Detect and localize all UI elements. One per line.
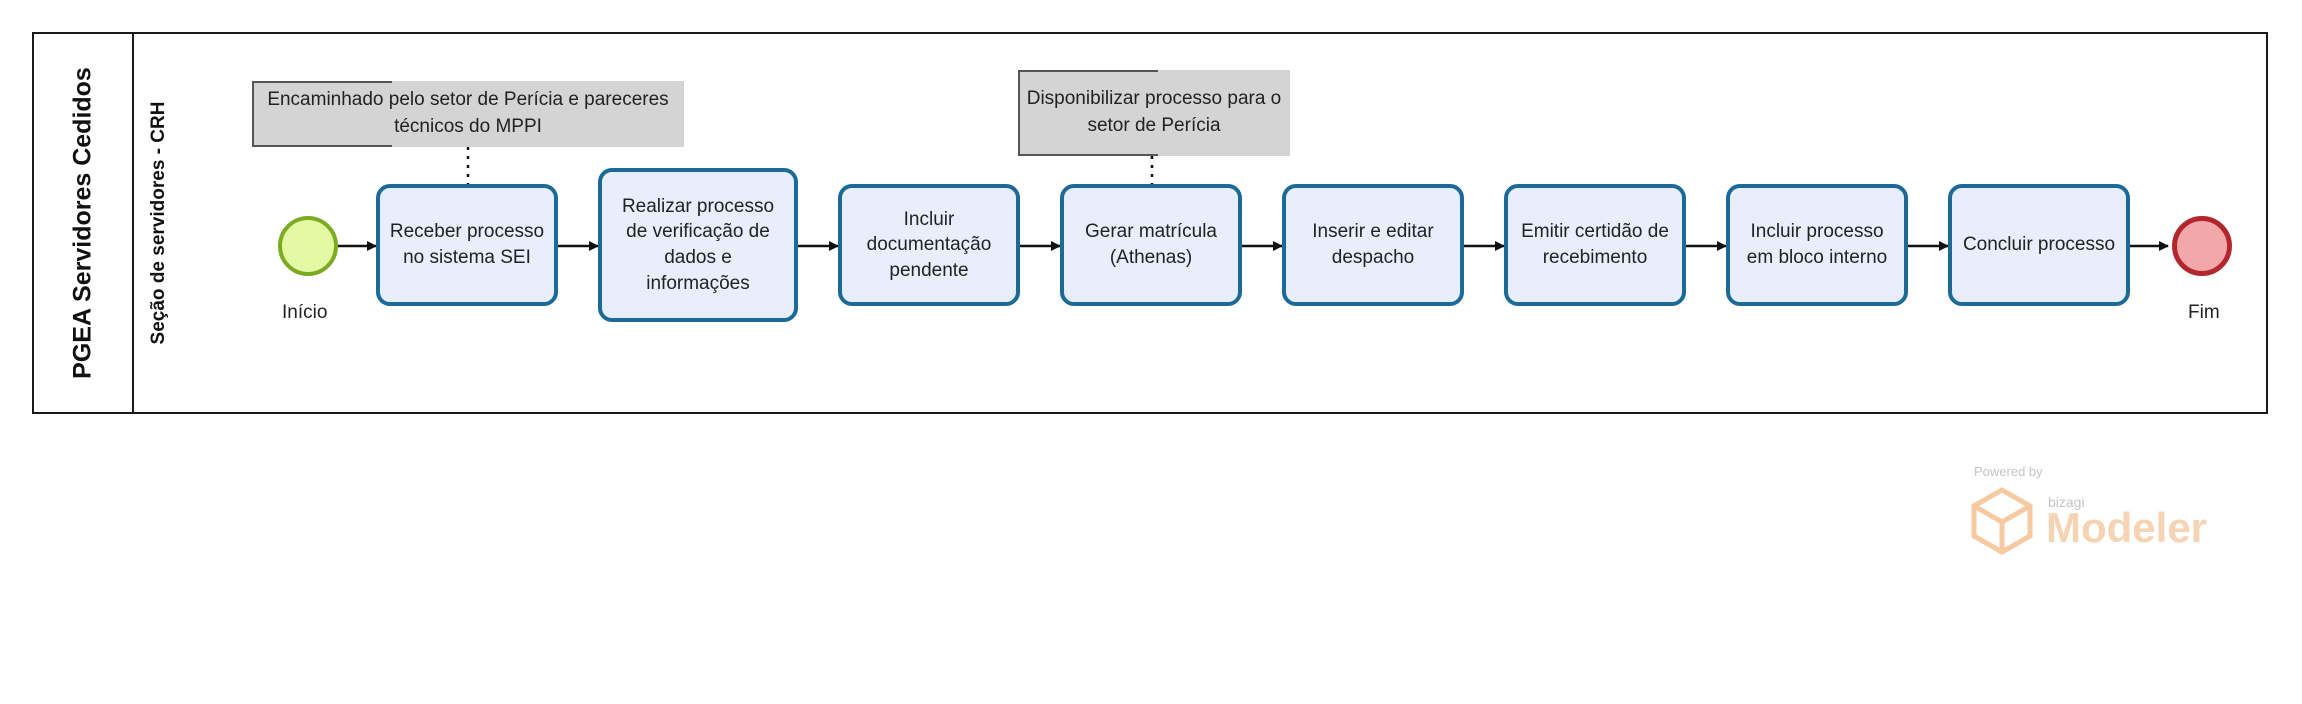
task-realizar-verificacao[interactable]: Realizar processo de verificação de dado…: [598, 168, 798, 322]
annotation-bracket: [252, 81, 392, 147]
watermark-powered-by: Powered by: [1974, 464, 2043, 479]
task-incluir-documentacao[interactable]: Incluir documentação pendente: [838, 184, 1020, 306]
task-incluir-bloco-interno[interactable]: Incluir processo em bloco interno: [1726, 184, 1908, 306]
bizagi-watermark: Powered by bizagi Modeler: [1970, 464, 2230, 564]
task-gerar-matricula[interactable]: Gerar matrícula (Athenas): [1060, 184, 1242, 306]
end-event[interactable]: [2172, 216, 2232, 276]
annotation-text: Encaminhado pelo setor de Perícia e pare…: [267, 89, 669, 137]
bizagi-logo-icon: [1971, 487, 2033, 555]
start-event-label: Início: [282, 302, 328, 323]
task-concluir-processo[interactable]: Concluir processo: [1948, 184, 2130, 306]
watermark-brand: bizagi: [2048, 494, 2085, 510]
text-annotation[interactable]: Disponibilizar processo para o setor de …: [1018, 70, 1290, 156]
annotation-text: Disponibilizar processo para o setor de …: [1026, 88, 1282, 136]
annotation-bracket: [1018, 70, 1158, 156]
watermark-product: Modeler: [2046, 504, 2208, 551]
pool-header: PGEA Servidores Cedidos: [34, 34, 134, 412]
task-inserir-despacho[interactable]: Inserir e editar despacho: [1282, 184, 1464, 306]
start-event[interactable]: [278, 216, 338, 276]
end-event-label: Fim: [2188, 302, 2220, 323]
task-receber-processo[interactable]: Receber processo no sistema SEI: [376, 184, 558, 306]
text-annotation[interactable]: Encaminhado pelo setor de Perícia e pare…: [252, 81, 684, 147]
task-emitir-certidao[interactable]: Emitir certidão de recebimento: [1504, 184, 1686, 306]
